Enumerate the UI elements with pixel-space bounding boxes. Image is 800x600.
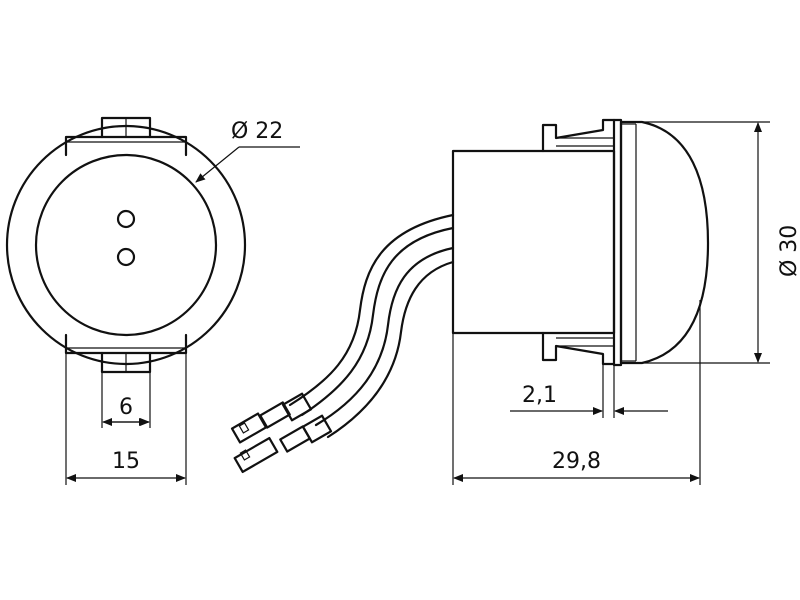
- top-clip: [64, 116, 188, 157]
- diameter-22-label: Ø 22: [231, 119, 283, 144]
- connector-upper: [230, 392, 313, 444]
- wire-bundle: [288, 213, 455, 439]
- dimension-6-label: 6: [119, 395, 133, 420]
- connector-lower: [233, 414, 333, 474]
- bottom-clip: [64, 333, 188, 374]
- front-outer-ring: [5, 124, 247, 366]
- housing-body: [451, 149, 616, 335]
- diameter-30-label: Ø 30: [777, 225, 800, 277]
- dimension-15-label: 15: [112, 449, 140, 474]
- front-inner-face: [34, 153, 218, 337]
- dome-lens: [619, 120, 710, 365]
- front-view: Ø 22 6 15: [5, 116, 300, 485]
- wire-hole: [116, 247, 136, 267]
- side-top-clip: [541, 118, 616, 153]
- side-view: Ø 30 2,1 29,8: [230, 118, 800, 485]
- wire-hole: [116, 209, 136, 229]
- side-bottom-clip: [541, 331, 616, 366]
- dimension-29-8-label: 29,8: [552, 449, 601, 474]
- dimension-2-1-label: 2,1: [522, 383, 557, 408]
